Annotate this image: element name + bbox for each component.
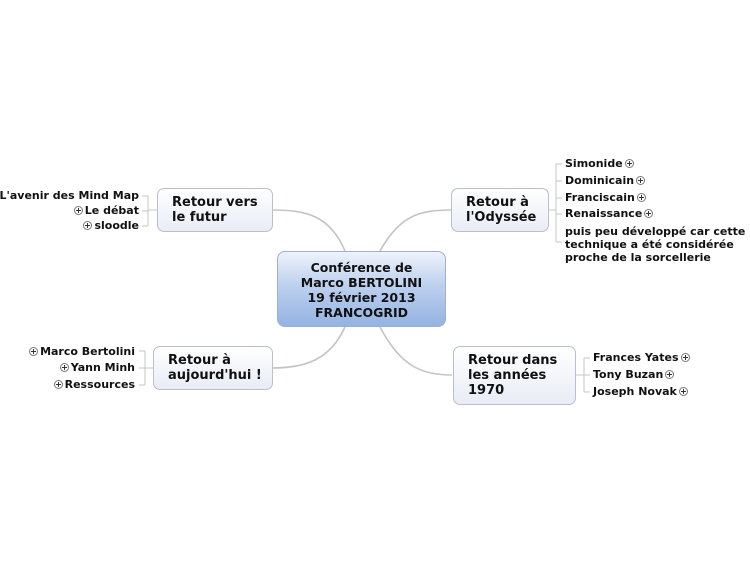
connector-annees1970 [379,326,453,376]
central-topic[interactable]: Conférence de Marco BERTOLINI 19 février… [277,251,446,327]
plus-circle-icon[interactable] [665,369,675,379]
leaf-item[interactable]: Yann Minh [58,361,135,374]
plus-circle-icon[interactable] [644,208,654,218]
note-line: proche de la sorcellerie [565,251,711,264]
leaf-label: Franciscain [565,191,635,204]
plus-circle-icon[interactable] [624,158,634,168]
plus-circle-icon[interactable] [59,362,69,372]
topic-retour-a-aujourdhui[interactable]: Retour à aujourd'hui ! [153,346,273,390]
leaf-label: Frances Yates [593,351,679,364]
leaf-item[interactable]: Marco Bertolini [27,345,135,358]
leaf-item[interactable]: Joseph Novak [593,385,690,398]
connector-odyssee [379,209,453,252]
bracket-annees1970 [576,357,590,393]
connector-futur [271,209,346,252]
leaf-item[interactable]: L'avenir des Mind Map [0,189,139,202]
note-line: puis peu développé car cette [565,225,746,238]
central-topic-line: Marco BERTOLINI [300,275,423,290]
plus-circle-icon[interactable] [636,175,646,185]
leaf-item[interactable]: Renaissance [565,207,655,220]
plus-circle-icon[interactable] [73,205,83,215]
leaf-item[interactable]: Le débat [72,204,139,217]
bracket-odyssee [548,163,562,243]
central-topic-line: Conférence de [310,260,413,275]
leaf-label: L'avenir des Mind Map [0,189,139,202]
leaf-label: Simonide [565,157,623,170]
plus-circle-icon[interactable] [53,379,63,389]
leaf-label: Tony Buzan [593,368,664,381]
leaf-item[interactable]: Frances Yates [593,351,692,364]
central-topic-line: 19 février 2013 [307,290,416,305]
leaf-item[interactable]: Ressources [52,378,135,391]
plus-circle-icon[interactable] [636,192,646,202]
leaf-label: Dominicain [565,174,635,187]
plus-circle-icon[interactable] [678,386,688,396]
plus-circle-icon[interactable] [680,352,690,362]
leaf-label: Joseph Novak [593,385,677,398]
topic-retour-dans-les-annees-1970[interactable]: Retour dans les années 1970 [453,346,576,405]
leaf-item[interactable]: Simonide [565,157,636,170]
leaf-label: Ressources [64,378,135,391]
leaf-label: Le débat [84,204,139,217]
leaf-label: sloodle [94,219,139,232]
leaf-label: Renaissance [565,207,643,220]
leaf-item[interactable]: sloodle [81,219,139,232]
note-line: technique a été considérée [565,238,734,251]
leaf-item[interactable]: Tony Buzan [593,368,676,381]
leaf-label: Yann Minh [70,361,135,374]
bracket-aujourdhui [139,350,153,386]
topic-retour-vers-le-futur[interactable]: Retour vers le futur [157,188,273,232]
leaf-item[interactable]: Franciscain [565,191,648,204]
leaf-item[interactable]: Dominicain [565,174,647,187]
topic-retour-a-l-odyssee[interactable]: Retour à l'Odyssée [451,188,549,232]
central-topic-line: FRANCOGRID [314,305,408,320]
connector-aujourdhui [271,326,346,369]
leaf-label: Marco Bertolini [40,345,135,358]
note-sorcellerie[interactable]: puis peu développé car cette technique a… [565,225,745,264]
plus-circle-icon[interactable] [83,220,93,230]
plus-circle-icon[interactable] [29,346,39,356]
bracket-futur [142,195,157,227]
